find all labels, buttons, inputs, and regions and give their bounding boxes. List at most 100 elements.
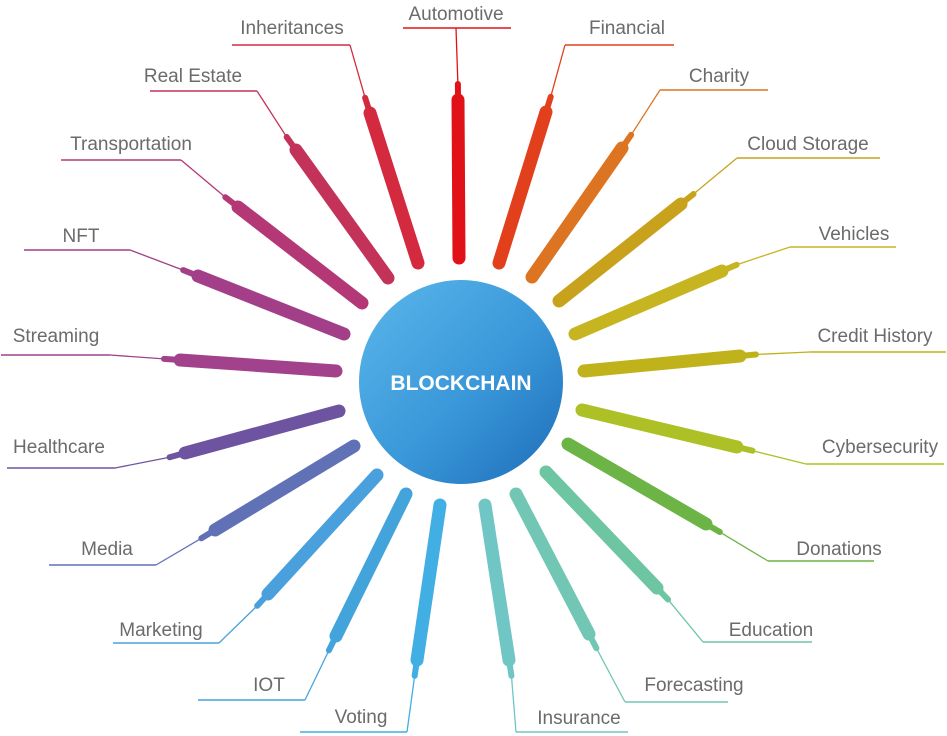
branch-streaming: Streaming — [1, 326, 343, 378]
branch-tube-streaming — [173, 353, 343, 378]
branch-leader-transportation — [180, 159, 226, 198]
branch-label-healthcare: Healthcare — [13, 437, 105, 458]
branch-financial: Financial — [492, 18, 674, 270]
branch-tip-marketing — [254, 591, 271, 609]
branch-marketing: Marketing — [113, 468, 384, 644]
branch-label-credit-history: Credit History — [817, 326, 933, 347]
branch-leader-charity — [630, 89, 661, 136]
branch-leader-real-estate — [256, 90, 288, 138]
branch-tube-vehicles — [568, 264, 729, 341]
branch-donations: Donations — [561, 437, 882, 562]
branch-leader-financial — [550, 44, 566, 97]
branch-charity: Charity — [525, 66, 768, 284]
branch-tube-charity — [525, 141, 629, 284]
branch-credit-history: Credit History — [577, 326, 946, 378]
branch-nft: NFT — [24, 226, 351, 341]
branch-tube-automotive — [451, 93, 466, 265]
branch-leader-marketing — [218, 605, 258, 644]
branch-label-forecasting: Forecasting — [644, 675, 743, 696]
branch-tube-insurance — [478, 498, 516, 667]
branch-leader-cybersecurity — [752, 450, 807, 465]
branch-label-vehicles: Vehicles — [819, 224, 890, 245]
branch-tube-cybersecurity — [575, 403, 744, 454]
branch-tube-voting — [410, 498, 447, 667]
branch-media: Media — [49, 439, 361, 566]
branch-tube-nft — [191, 269, 351, 341]
branch-leader-healthcare — [114, 456, 170, 469]
branch-education: Education — [539, 465, 814, 643]
branch-leader-cloud-storage — [693, 157, 738, 195]
branch-label-insurance: Insurance — [537, 708, 620, 729]
branch-leader-forecasting — [595, 647, 626, 703]
branch-tube-credit-history — [577, 349, 747, 378]
branch-voting: Voting — [300, 498, 447, 733]
branch-tip-donations — [703, 521, 723, 536]
branch-label-automotive: Automotive — [408, 4, 503, 25]
branch-tip-healthcare — [166, 450, 188, 461]
branch-tip-nft — [180, 267, 201, 279]
branch-forecasting: Forecasting — [509, 487, 744, 703]
branch-label-charity: Charity — [689, 66, 750, 87]
branch-leader-donations — [719, 531, 769, 562]
branch-tube-marketing — [261, 468, 384, 601]
branch-label-streaming: Streaming — [13, 326, 100, 347]
branch-real-estate: Real Estate — [144, 66, 395, 285]
branch-tip-media — [198, 527, 218, 542]
branch-insurance: Insurance — [478, 498, 628, 733]
branch-label-media: Media — [81, 539, 133, 560]
branch-leader-nft — [129, 249, 184, 271]
branch-leader-voting — [406, 675, 416, 733]
branch-leader-insurance — [510, 675, 517, 733]
branch-tip-forecasting — [586, 631, 600, 652]
branch-tip-voting — [411, 657, 420, 679]
branch-tip-vehicles — [719, 261, 740, 274]
branch-automotive: Automotive — [403, 4, 511, 265]
branch-label-voting: Voting — [335, 707, 388, 728]
branch-leader-inheritances — [349, 44, 366, 98]
branch-vehicles: Vehicles — [568, 224, 896, 341]
branch-label-cloud-storage: Cloud Storage — [747, 134, 868, 155]
branch-tip-transportation — [222, 194, 241, 210]
branch-tube-cloud-storage — [552, 197, 688, 308]
branch-label-transportation: Transportation — [70, 134, 192, 155]
branch-tube-financial — [492, 105, 553, 270]
branch-tip-education — [654, 585, 672, 603]
branch-tip-cloud-storage — [678, 191, 697, 207]
branch-leader-iot — [304, 650, 330, 701]
branch-tip-insurance — [506, 657, 515, 679]
branch-leader-education — [667, 599, 704, 643]
branch-inheritances: Inheritances — [232, 18, 425, 270]
branch-label-iot: IOT — [253, 675, 285, 696]
branch-tip-real-estate — [283, 134, 299, 153]
branch-leader-automotive — [455, 27, 459, 85]
branch-tip-cybersecurity — [734, 444, 756, 454]
branch-leader-media — [155, 537, 202, 566]
branch-leader-vehicles — [736, 246, 791, 266]
branch-leader-streaming — [109, 354, 165, 360]
branch-label-financial: Financial — [589, 18, 665, 39]
branch-tube-inheritances — [363, 106, 425, 270]
branch-cloud-storage: Cloud Storage — [552, 134, 880, 308]
branch-label-real-estate: Real Estate — [144, 66, 242, 87]
branch-cybersecurity: Cybersecurity — [575, 403, 944, 465]
branch-tube-media — [208, 439, 361, 537]
branch-tip-streaming — [161, 355, 183, 363]
branch-tube-education — [539, 465, 664, 595]
branch-label-nft: NFT — [63, 226, 100, 247]
branch-tip-charity — [619, 131, 635, 151]
branch-tube-iot — [329, 487, 413, 643]
branch-tube-real-estate — [289, 143, 395, 285]
branch-label-education: Education — [729, 620, 814, 641]
branch-tube-forecasting — [509, 487, 596, 641]
branch-iot: IOT — [198, 487, 413, 701]
branch-tube-healthcare — [178, 404, 346, 460]
branch-tip-financial — [543, 93, 554, 115]
branch-leader-credit-history — [755, 351, 811, 356]
branch-tube-donations — [561, 437, 713, 531]
branch-label-inheritances: Inheritances — [240, 18, 344, 39]
center-label: BLOCKCHAIN — [390, 372, 531, 395]
branch-tip-inheritances — [362, 94, 373, 116]
